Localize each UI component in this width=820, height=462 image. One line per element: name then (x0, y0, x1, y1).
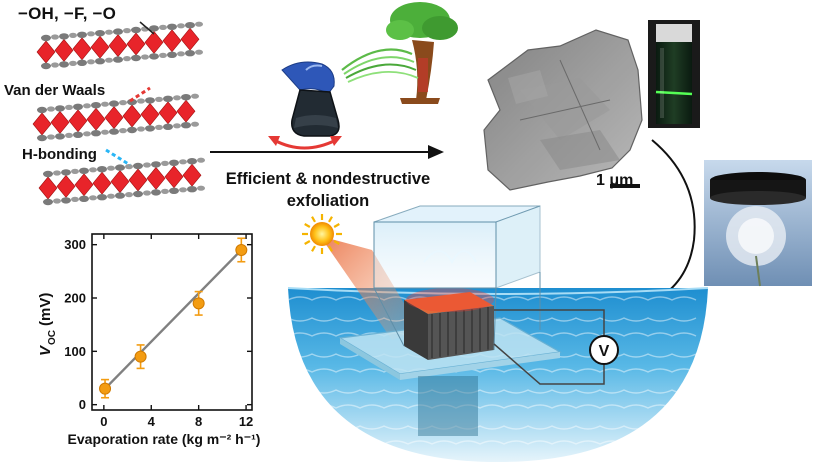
tem-micrograph-flake (483, 29, 643, 191)
voltmeter-circuit: V (493, 309, 619, 385)
vdw-dash-indicator (129, 86, 151, 103)
mxene-layer-1 (36, 21, 203, 70)
x-tick-label: 12 (239, 414, 253, 429)
vdw-label: Van der Waals (4, 82, 106, 99)
process-arrow (210, 145, 444, 159)
voltmeter-icon (589, 335, 619, 365)
evaporation-device (338, 205, 562, 436)
terminal-group-pointer (139, 21, 155, 35)
y-tick-label: 0 (79, 397, 86, 412)
process-caption-line2: exfoliation (286, 192, 370, 210)
mxene-layer-2 (32, 93, 199, 142)
y-tick-label: 200 (64, 291, 86, 306)
mxene-layer-3 (38, 157, 205, 206)
x-axis-label: Evaporation rate (kg m⁻² h⁻¹) (68, 431, 261, 447)
data-point-2 (134, 350, 147, 363)
y-axis-label-unit: (mV) (37, 293, 54, 326)
x-tick-label: 0 (100, 414, 107, 429)
process-caption-line1: Efficient & nondestructive (225, 170, 431, 188)
gloved-hand-flask-illustration (281, 61, 340, 137)
terminal-groups-label: −OH, −F, −O (18, 4, 117, 23)
dispersion-vial-photo (648, 20, 700, 128)
linear-fit-line (104, 249, 243, 390)
data-point-3 (192, 297, 205, 310)
water-bowl (287, 287, 709, 462)
aerogel-on-dandelion-photo (704, 160, 812, 287)
y-axis-label-symbol: V (37, 344, 54, 356)
chart-frame (91, 233, 253, 411)
x-tick-label: 8 (195, 414, 202, 429)
x-tick-label: 4 (148, 414, 156, 429)
y-axis-label: VOC (mV) (37, 293, 58, 356)
y-tick-label: 100 (64, 344, 86, 359)
data-point-1 (99, 382, 112, 395)
scale-bar-label: 1 μm (596, 172, 634, 189)
y-axis-label-subscript: OC (47, 330, 58, 345)
process-caption: Efficient & nondestructive exfoliation (196, 168, 460, 212)
voltmeter-symbol: V (599, 343, 610, 360)
sun-icon (302, 214, 420, 340)
y-tick-label: 300 (64, 237, 86, 252)
tree-illustration (341, 2, 458, 104)
curved-arrow-to-aerogel (640, 139, 696, 312)
data-point-4 (235, 244, 248, 256)
hbond-dash-indicator (105, 148, 131, 167)
shake-double-arrow (268, 136, 342, 150)
hbond-label: H-bonding (22, 146, 97, 163)
mxene-layer-structure (32, 21, 205, 206)
